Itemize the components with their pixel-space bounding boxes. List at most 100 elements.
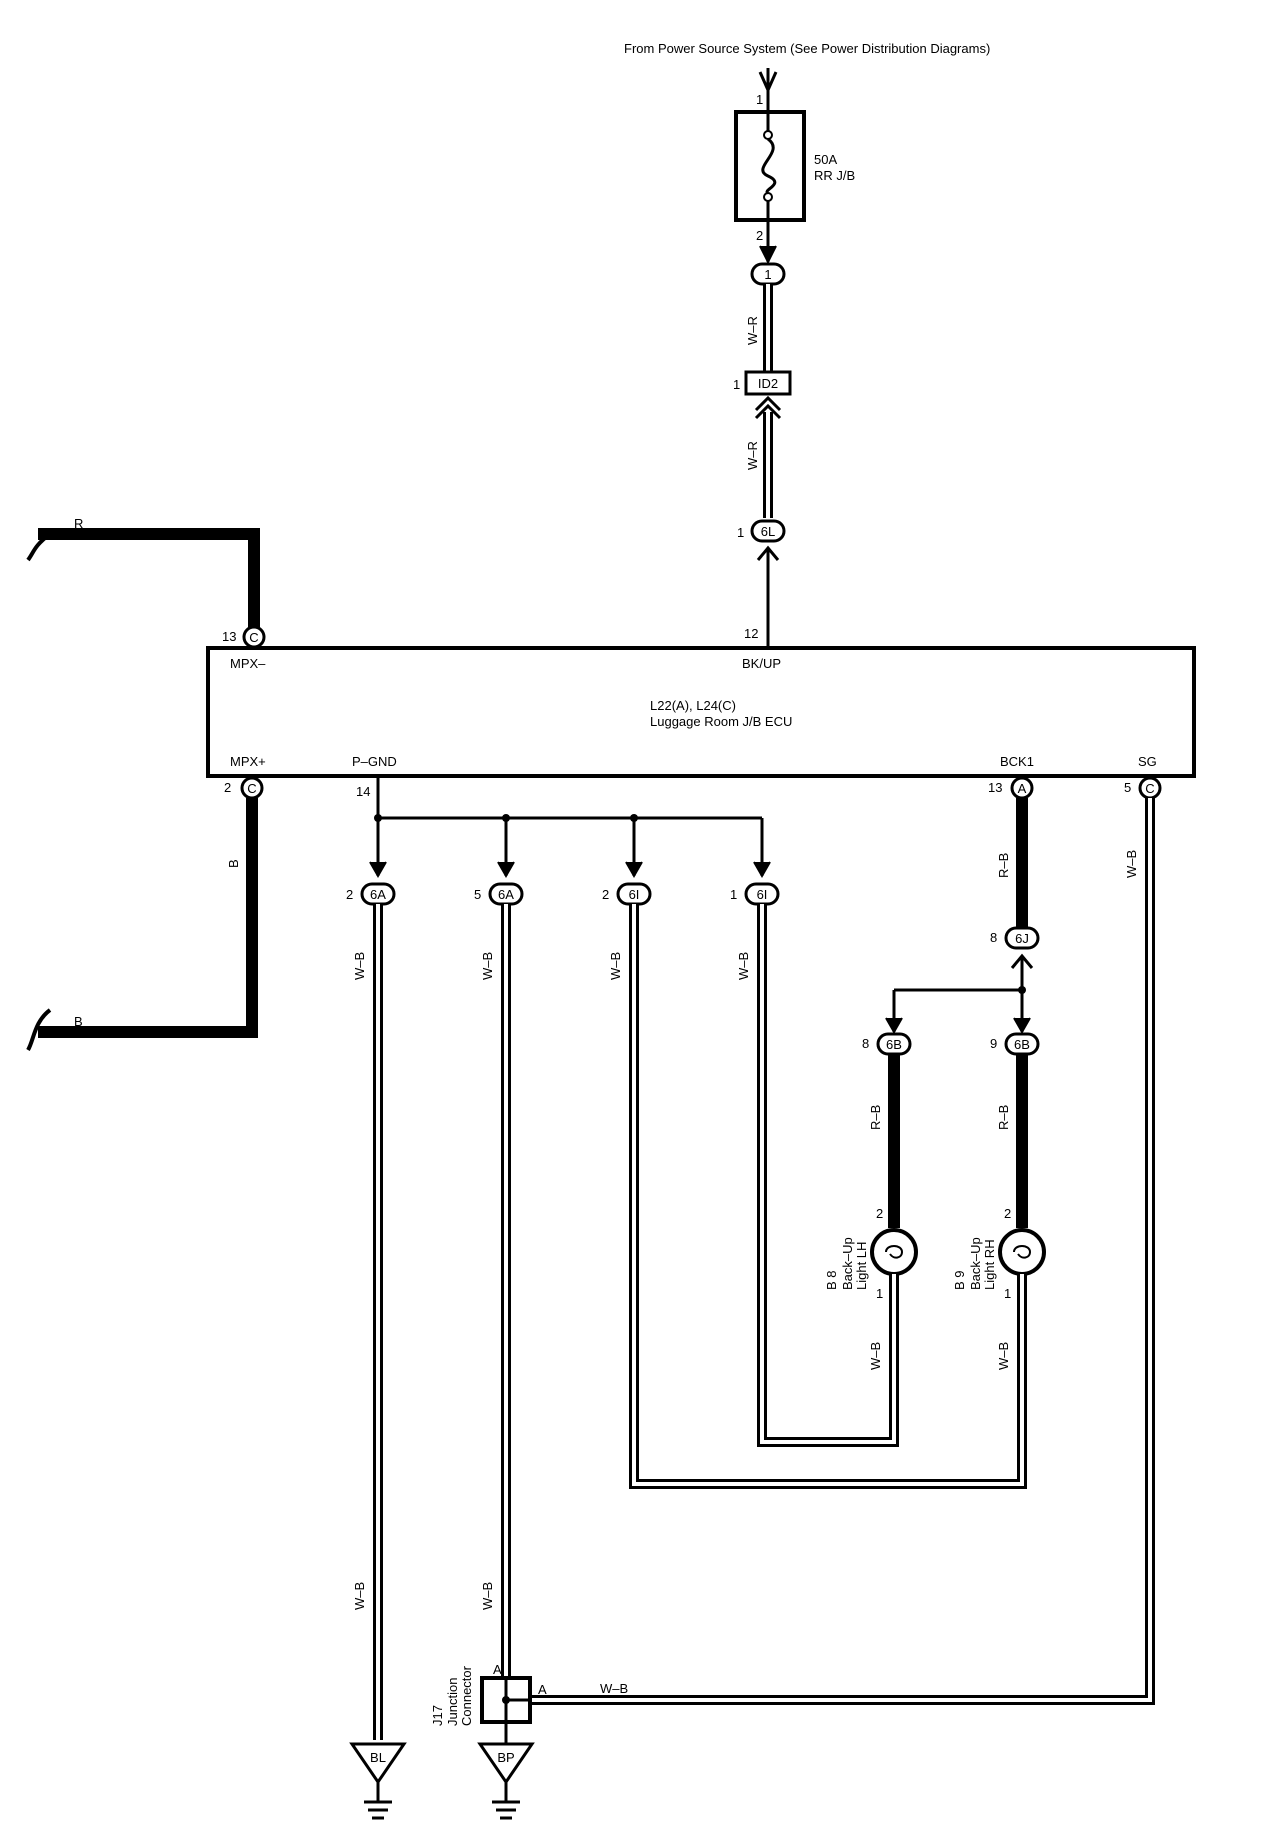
lamp-rh-pin-bottom: 1 bbox=[1004, 1286, 1011, 1301]
wire-color-w-b-rh: W–B bbox=[996, 1342, 1011, 1370]
j17-code: J17 bbox=[430, 1705, 445, 1726]
ecu-pin-sg: SG bbox=[1138, 754, 1157, 769]
connector-1: 1 bbox=[750, 262, 786, 286]
ecu-pin-bkup: BK/UP bbox=[742, 656, 781, 671]
wire-color-w-r-lower: W–R bbox=[745, 441, 760, 470]
fuse-pin-out: 2 bbox=[756, 228, 763, 243]
ecu-name-line2: Luggage Room J/B ECU bbox=[650, 714, 792, 729]
bulb-filament-icon bbox=[1013, 1245, 1032, 1259]
ground-bp: BP bbox=[477, 1742, 535, 1820]
connector-arrow-icon bbox=[625, 861, 643, 879]
back-up-light-rh bbox=[998, 1228, 1046, 1276]
connector-arrow-icon bbox=[369, 861, 387, 879]
connector-arrow-icon bbox=[759, 245, 777, 265]
ecu-name-line1: L22(A), L24(C) bbox=[650, 698, 736, 713]
connector-ecu-a13: A bbox=[1010, 776, 1034, 800]
svg-text:C: C bbox=[249, 630, 258, 645]
wire-color-w-b-lh: W–B bbox=[868, 1342, 883, 1370]
ecu-pin-mpx-minus: MPX– bbox=[230, 656, 266, 671]
c6j-pin: 8 bbox=[990, 930, 997, 945]
luggage-room-jb-ecu bbox=[206, 646, 1196, 778]
ecu-c5-pin: 5 bbox=[1124, 780, 1131, 795]
c6b9-pin: 9 bbox=[990, 1036, 997, 1051]
connector-6l: 6L bbox=[750, 519, 786, 543]
fuse-pin-in: 1 bbox=[756, 92, 763, 107]
wire-break-icon bbox=[26, 1008, 52, 1052]
wire-color-r-b-lh: R–B bbox=[868, 1105, 883, 1130]
fuse-rating: 50A bbox=[814, 152, 837, 167]
lamp-rh-pin-top: 2 bbox=[1004, 1206, 1011, 1221]
wire-w-b-6i2-rh bbox=[629, 904, 1027, 1489]
svg-text:6I: 6I bbox=[629, 887, 640, 902]
lamp-rh-line2: Light RH bbox=[982, 1239, 997, 1290]
wire-color-r: R bbox=[74, 516, 83, 531]
connector-6b-8: 6B bbox=[876, 1032, 912, 1056]
svg-text:6A: 6A bbox=[498, 887, 514, 902]
connector-6i-2: 6I bbox=[616, 882, 652, 906]
connector-6i-1: 6I bbox=[744, 882, 780, 906]
splice-icon bbox=[374, 814, 382, 822]
fuse-location: RR J/B bbox=[814, 168, 855, 183]
wire-color-b-bottom: B bbox=[74, 1014, 83, 1029]
lamp-lh-line2: Light LH bbox=[854, 1242, 869, 1290]
svg-text:6J: 6J bbox=[1015, 931, 1029, 946]
ecu-pin-bck1: BCK1 bbox=[1000, 754, 1034, 769]
svg-text:6I: 6I bbox=[757, 887, 768, 902]
svg-text:1: 1 bbox=[764, 267, 771, 282]
ground-triangle-icon bbox=[477, 1742, 535, 1785]
lamp-rh-code: B 9 bbox=[952, 1270, 967, 1290]
connector-arrow-icon bbox=[885, 1017, 903, 1035]
wire-color-w-b-j17: W–B bbox=[600, 1681, 628, 1696]
back-up-light-lh bbox=[870, 1228, 918, 1276]
svg-text:ID2: ID2 bbox=[758, 376, 778, 391]
lamp-lh-pin-bottom: 1 bbox=[876, 1286, 883, 1301]
ecu-pin-pgnd-num: 14 bbox=[356, 784, 370, 799]
c6a2-pin: 2 bbox=[346, 887, 353, 902]
lamp-rh-line1: Back–Up bbox=[968, 1237, 983, 1290]
ground-triangle-icon bbox=[349, 1742, 407, 1785]
svg-text:6B: 6B bbox=[886, 1037, 902, 1052]
splice-icon bbox=[502, 1696, 510, 1704]
wire-color-w-b-6i1: W–B bbox=[736, 952, 751, 980]
connector-id2: ID2 bbox=[744, 370, 792, 396]
ecu-pin-pgnd: P–GND bbox=[352, 754, 397, 769]
wire-color-w-b-6a2: W–B bbox=[352, 952, 367, 980]
power-input-arrow-icon bbox=[758, 68, 778, 112]
svg-text:C: C bbox=[247, 781, 256, 796]
connector-6a-5: 6A bbox=[488, 882, 524, 906]
wire-w-b-6i1-lh bbox=[757, 904, 899, 1447]
j17-line2: Connector bbox=[459, 1665, 474, 1726]
wire-color-b-mid: B bbox=[226, 859, 241, 868]
lamp-lh-pin-top: 2 bbox=[876, 1206, 883, 1221]
connector-arrow-icon bbox=[1013, 1017, 1031, 1035]
svg-text:C: C bbox=[1145, 781, 1154, 796]
svg-text:6B: 6B bbox=[1014, 1037, 1030, 1052]
connector-arrow-icon bbox=[497, 861, 515, 879]
c6i2-pin: 2 bbox=[602, 887, 609, 902]
wire-color-w-b-bp: W–B bbox=[480, 1582, 495, 1610]
wire-color-w-r-upper: W–R bbox=[745, 316, 760, 345]
back-up-branch bbox=[892, 956, 1024, 1032]
wire-color-w-b-bl: W–B bbox=[352, 1582, 367, 1610]
connector-arrow-icon bbox=[753, 861, 771, 879]
c6b8-pin: 8 bbox=[862, 1036, 869, 1051]
wire-color-w-b-sg: W–B bbox=[1124, 850, 1139, 878]
j17-line1: Junction bbox=[445, 1678, 460, 1726]
j17-pin-right: A bbox=[538, 1682, 547, 1697]
splice-icon bbox=[502, 814, 510, 822]
wire-w-b-sg-j17 bbox=[530, 798, 1155, 1705]
bulb-filament-icon bbox=[885, 1245, 904, 1259]
connector-ecu-c13: C bbox=[242, 625, 266, 649]
ground-bl: BL bbox=[349, 1742, 407, 1820]
inline-connector-chevron-icon bbox=[754, 395, 782, 420]
junction-connector-j17 bbox=[480, 1676, 532, 1724]
svg-text:6L: 6L bbox=[761, 524, 775, 539]
svg-text:BP: BP bbox=[497, 1750, 514, 1765]
connector-6b-9: 6B bbox=[1004, 1032, 1040, 1056]
wire-color-r-b-a13: R–B bbox=[996, 853, 1011, 878]
ecu-c2-pin: 2 bbox=[224, 780, 231, 795]
svg-text:A: A bbox=[1018, 781, 1027, 796]
splice-icon bbox=[630, 814, 638, 822]
ecu-pin-mpx-plus: MPX+ bbox=[230, 754, 266, 769]
